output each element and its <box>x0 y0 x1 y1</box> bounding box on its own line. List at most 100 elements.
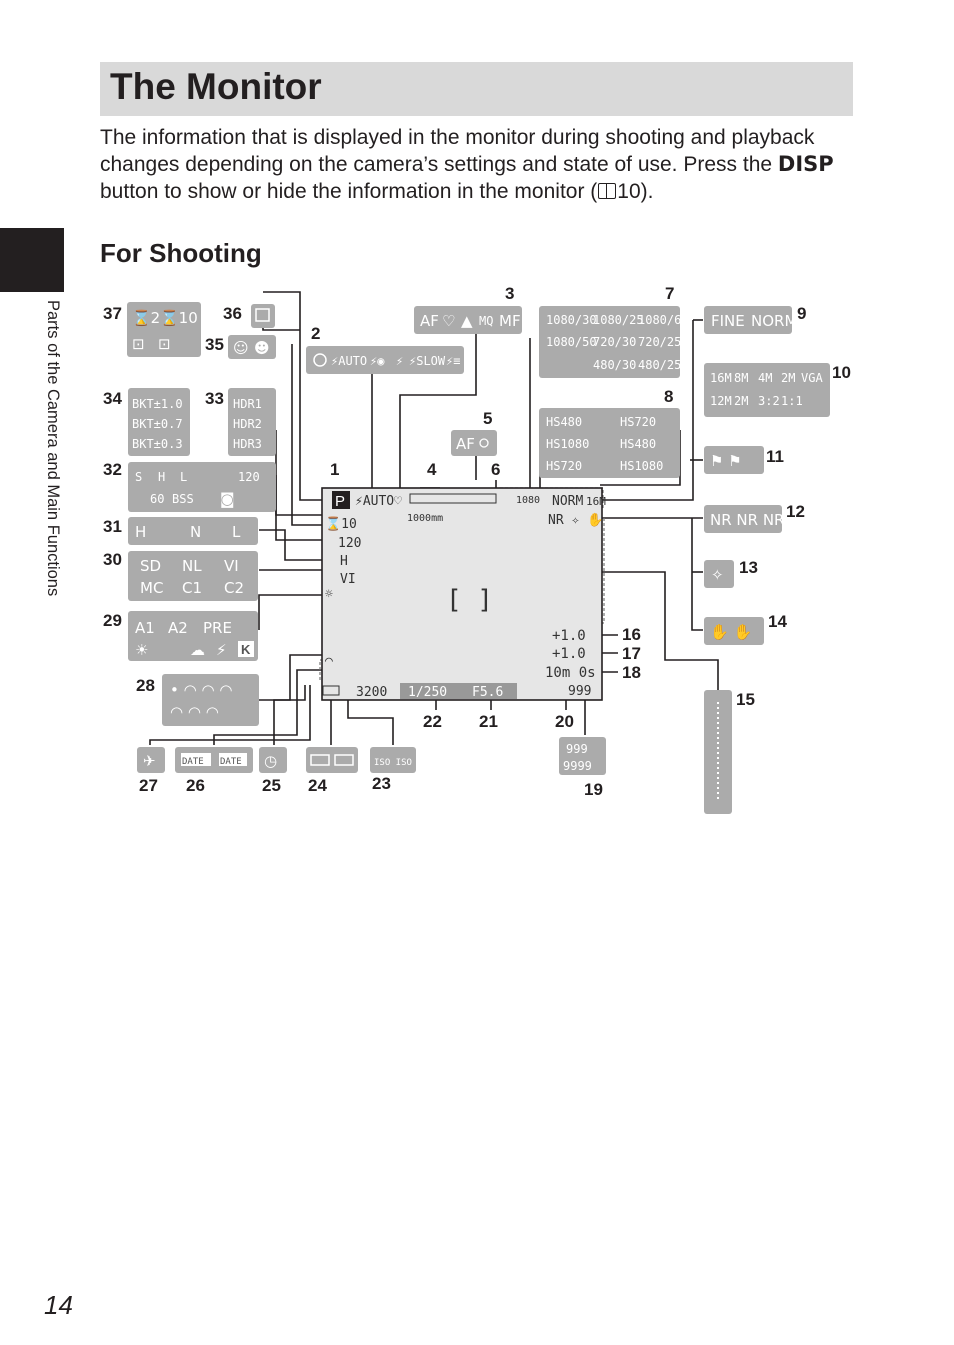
cont-120: 120 <box>238 470 260 484</box>
screen-mode: P <box>335 493 345 510</box>
pc-c2: C2 <box>224 579 244 597</box>
callout-27: 27 <box>139 776 158 795</box>
remaining-shots-box: 999 9999 <box>559 737 606 775</box>
screen-picture-control: VI <box>340 572 356 587</box>
hs-720-b: HS720 <box>546 459 582 473</box>
pc-vi: VI <box>224 557 239 575</box>
callout-23: 23 <box>372 774 391 793</box>
quality-norm: NORM <box>751 312 797 330</box>
intro-paragraph: The information that is displayed in the… <box>100 124 860 205</box>
intro-line-3-end: ). <box>640 180 654 203</box>
pc-nl: NL <box>182 557 202 575</box>
shots-9999: 9999 <box>563 759 592 773</box>
screen-size: 16M <box>586 495 606 508</box>
screen-quality: NORM <box>552 494 583 509</box>
flash-mode-box: ⚡AUTO ⚡◉ ⚡ ⚡SLOW ⚡≡ <box>306 346 464 374</box>
bkt-03: BKT±0.3 <box>132 437 183 451</box>
callout-13: 13 <box>739 558 758 577</box>
continuous-box: S H L 120 60 BSS ◙ <box>128 462 276 512</box>
quality-fine: FINE <box>711 312 745 330</box>
adl-h: H <box>135 523 146 541</box>
callout-24: 24 <box>308 776 327 795</box>
callout-28: 28 <box>136 676 155 695</box>
callout-32: 32 <box>103 460 122 479</box>
hs-480-b: HS480 <box>620 437 656 451</box>
hs-720: HS720 <box>620 415 656 429</box>
wb-daylight: ☀ <box>135 641 148 659</box>
movie-1080-50: 1080/50 <box>546 335 597 349</box>
size-4m: 4M <box>758 371 772 385</box>
hdr-box: HDR1 HDR2 HDR3 <box>228 388 276 456</box>
screen-exposure-comp: +1.0 <box>552 646 586 662</box>
page-reference[interactable]: 10 <box>617 180 641 203</box>
intro-line-3: button to show or hide the information i… <box>100 180 598 203</box>
callout-1: 1 <box>330 460 339 479</box>
flash-redeye: ⚡◉ <box>370 354 384 368</box>
adl-l: L <box>232 523 241 541</box>
wb-a1: A1 <box>135 619 155 637</box>
self-timer-box: ⌛2 ⌛10 ⊡ ⊡ <box>127 302 201 357</box>
flash-slow: ⚡SLOW <box>409 354 446 368</box>
page-title: The Monitor <box>110 66 322 107</box>
chapter-tab <box>0 228 64 292</box>
smile-timer-icon: ⊡ <box>158 335 171 353</box>
callout-3: 3 <box>505 284 514 303</box>
callout-30: 30 <box>103 550 122 569</box>
wb-k: K <box>241 642 251 657</box>
focus-mode-box: AF ♡ ▲ MQ MF <box>414 306 522 334</box>
hs-1080-b: HS1080 <box>620 459 663 473</box>
size-2m: 2M <box>781 371 795 385</box>
vr-icon: ✋ ✋ <box>710 623 752 641</box>
cont-h: H <box>158 470 165 484</box>
focus-mf: MF <box>499 312 521 330</box>
self-timer-2-icon: ⌛2 <box>132 309 160 327</box>
svg-text:♡: ♡ <box>394 494 402 509</box>
screen-self-timer: ⌛10 <box>325 516 357 532</box>
callout-34: 34 <box>103 389 122 408</box>
svg-text:⚑ ⚑: ⚑ ⚑ <box>710 452 742 470</box>
svg-text:☼: ☼ <box>325 587 333 602</box>
screen-shots: 999 <box>568 684 591 699</box>
chapter-side-label: Parts of the Camera and Main Functions <box>44 300 62 597</box>
callout-5: 5 <box>483 409 492 428</box>
movie-720-30: 720/30 <box>593 335 636 349</box>
callout-36: 36 <box>223 304 242 323</box>
size-8m: 8M <box>734 371 748 385</box>
callout-18: 18 <box>622 663 641 682</box>
clock-box: ◷ <box>259 747 287 773</box>
callout-22: 22 <box>423 712 442 731</box>
iso-box: ISO ISO <box>370 747 416 773</box>
callout-10: 10 <box>832 363 851 382</box>
screen-adl: H <box>340 554 348 569</box>
size-16m: 16M <box>710 371 732 385</box>
screen-aperture: F5.6 <box>472 685 503 700</box>
intro-line-1: The information that is displayed in the… <box>100 126 815 149</box>
callout-7: 7 <box>665 284 674 303</box>
active-d-lighting-box: H N L <box>128 517 258 545</box>
self-timer-10-icon: ⌛10 <box>160 309 198 327</box>
picture-control-box: SD NL VI MC C1 C2 <box>128 551 258 601</box>
size-32: 3:2 <box>758 394 780 408</box>
hs-1080: HS1080 <box>546 437 589 451</box>
bkt-07: BKT±0.7 <box>132 417 183 431</box>
image-quality-box: FINE NORM <box>704 306 797 334</box>
eye-fi-box: ⚑ ⚑ <box>704 446 764 474</box>
date-icon-1: DATE <box>182 757 204 767</box>
callout-17: 17 <box>622 644 641 663</box>
hdr1: HDR1 <box>233 397 262 411</box>
section-heading: For Shooting <box>100 238 262 268</box>
callout-25: 25 <box>262 776 281 795</box>
motion-detect-box: ✧ <box>704 560 734 588</box>
cont-60: 60 <box>150 492 164 506</box>
pc-sd: SD <box>140 557 161 575</box>
focus-af: AF <box>420 312 439 330</box>
intro-line-2: changes depending on the camera’s settin… <box>100 153 778 176</box>
svg-text:NR NR NR: NR NR NR <box>710 511 784 529</box>
af-indicator: AF <box>456 435 475 453</box>
callout-37: 37 <box>103 304 122 323</box>
svg-text:◠ ◠ ◠: ◠ ◠ ◠ <box>170 703 219 721</box>
wb-pre: PRE <box>203 619 232 637</box>
callout-26: 26 <box>186 776 205 795</box>
movie-1080-30: 1080/30 <box>546 313 597 327</box>
size-169-2m: 2M <box>734 394 748 408</box>
